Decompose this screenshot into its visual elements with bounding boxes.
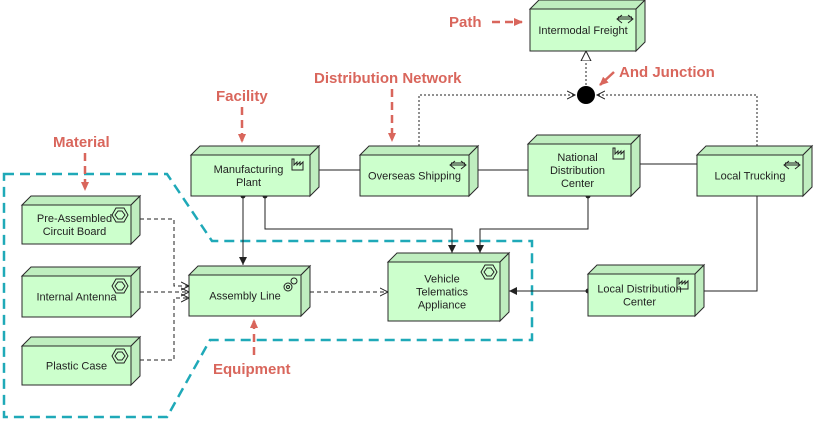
node-label: Intermodal Freight — [538, 25, 627, 37]
callout-facility: Facility — [216, 88, 268, 105]
node-label: Plastic Case — [46, 361, 107, 373]
facility-icon — [291, 158, 304, 171]
relation-national-to-appliance — [476, 193, 591, 253]
path-icon — [783, 160, 801, 170]
material-icon — [111, 348, 129, 364]
node-assembly-line[interactable]: Assembly Line — [187, 264, 312, 318]
node-plastic-case[interactable]: Plastic Case — [20, 335, 142, 387]
material-icon — [480, 264, 498, 280]
node-label: Telematics — [416, 287, 468, 299]
relation-plant-to-appliance — [262, 193, 456, 253]
node-label: Overseas Shipping — [368, 171, 461, 183]
node-label: Assembly Line — [209, 291, 281, 303]
callout-and-junction-arrow — [599, 71, 615, 86]
node-label: Manufacturing — [214, 164, 284, 176]
node-internal-antenna[interactable]: Internal Antenna — [20, 265, 142, 319]
node-label: Local Distribution — [597, 284, 681, 296]
junction-link-trucking — [597, 95, 758, 146]
callout-and-junction: And Junction — [619, 64, 715, 81]
junction-link-shipping — [418, 95, 575, 146]
facility-icon — [612, 147, 625, 160]
facility-icon — [676, 277, 689, 290]
node-local-trucking[interactable]: Local Trucking — [695, 144, 814, 198]
node-label: Appliance — [418, 300, 466, 312]
node-label: Vehicle — [424, 274, 459, 286]
callout-equipment: Equipment — [213, 361, 291, 378]
node-label: Circuit Board — [43, 226, 107, 238]
callout-path: Path — [449, 14, 482, 31]
node-label: Center — [561, 178, 594, 190]
equipment-icon — [283, 277, 298, 292]
node-label: Plant — [236, 177, 261, 189]
group-boundary — [2, 172, 534, 419]
node-label: Center — [623, 297, 656, 309]
callout-material: Material — [53, 134, 110, 151]
material-icon — [111, 278, 129, 294]
material-icon — [111, 207, 129, 223]
path-icon — [449, 160, 467, 170]
node-overseas-shipping[interactable]: Overseas Shipping — [358, 144, 480, 198]
and-junction[interactable] — [577, 86, 595, 104]
node-label: Local Trucking — [715, 171, 786, 183]
callouts: Path And Junction Distribution Network F… — [53, 14, 715, 378]
node-label: Distribution — [550, 165, 605, 177]
connections — [140, 51, 758, 361]
flow-case-to-assembly — [140, 298, 189, 361]
flow-circuit-board-to-assembly — [140, 218, 189, 286]
node-label: Pre-Assembled — [37, 213, 112, 225]
node-label: National — [557, 152, 597, 164]
node-intermodal-freight[interactable]: Intermodal Freight — [528, 0, 646, 53]
callout-distribution-network: Distribution Network — [314, 70, 462, 87]
node-label: Internal Antenna — [36, 292, 117, 304]
nodes: Intermodal FreightManufacturingPlantOver… — [20, 0, 814, 387]
flow-trucking-to-local-dc — [704, 196, 758, 292]
path-icon — [616, 14, 634, 24]
